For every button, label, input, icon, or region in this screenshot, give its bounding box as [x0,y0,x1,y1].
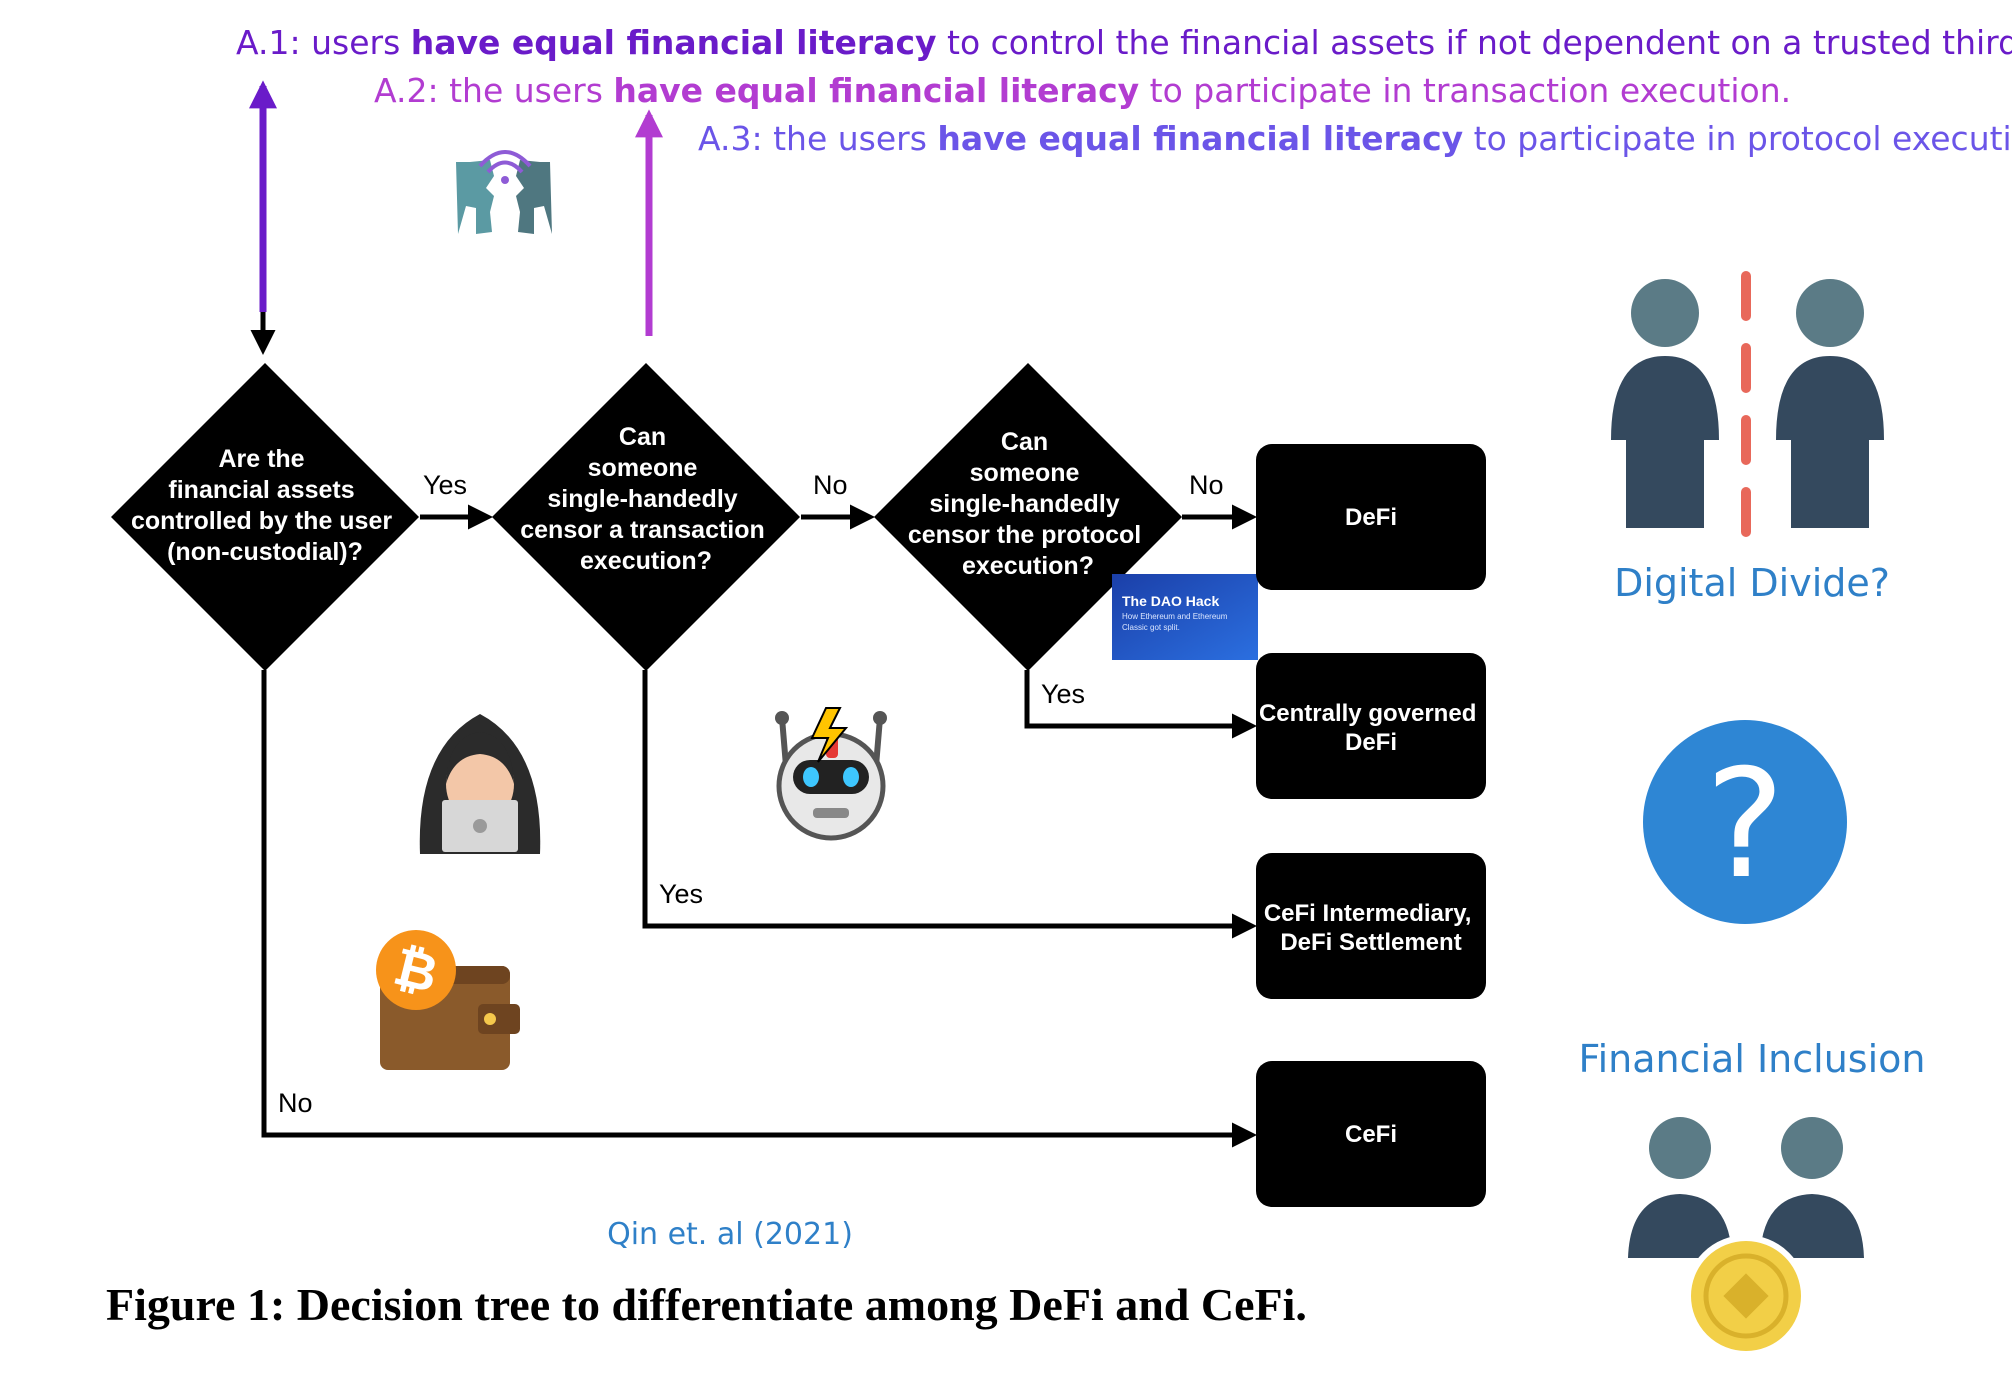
label-d3-yes: Yes [1041,679,1085,709]
financial-inclusion-icon [1628,1117,1864,1357]
robot-icon [775,707,887,841]
label-d1-yes: Yes [423,470,467,500]
assumption-a1: A.1: users have equal financial literacy… [236,23,2012,62]
svg-text:The DAO Hack: The DAO Hack [1122,593,1219,609]
outcome-centrally-governed-defi [1256,653,1486,799]
label-d1-no: No [278,1088,313,1118]
svg-text:Classic got split.: Classic got split. [1122,623,1180,632]
edge-d1-no [261,670,1257,1148]
figure-caption: Figure 1: Decision tree to differentiate… [106,1279,1307,1330]
decision-diamond-1 [111,363,419,671]
svg-text:How Ethereum and Ethereum: How Ethereum and Ethereum [1122,612,1228,621]
label-d2-yes: Yes [659,879,703,909]
decision-text-3: Can someone single-handedly censor the p… [908,428,1148,580]
svg-text:?: ? [1705,738,1785,912]
label-d2-no: No [813,470,848,500]
outcome-defi-label: DeFi [1345,504,1397,531]
outcome-defi [1256,444,1486,590]
decision-diamond-2 [492,363,800,671]
decision-text-1: Are the financial assets controlled by t… [131,445,399,566]
assumption-a2: A.2: the users have equal financial lite… [374,71,1791,110]
outcome-cefi-intermediary-label: CeFi Intermediary, DeFi Settlement [1264,900,1478,956]
outcome-cefi-label: CeFi [1345,1121,1397,1148]
hacker-icon [419,714,541,854]
decision-text-2: Can someone single-handedly censor a tra… [520,423,771,575]
digital-divide-label: Digital Divide? [1614,561,1890,605]
label-d3-no: No [1189,470,1224,500]
communication-icon [456,150,552,234]
decision-diamond-3 [874,363,1182,671]
citation: Qin et. al (2021) [607,1217,853,1252]
edge-d3-yes [1024,670,1257,739]
financial-inclusion-label: Financial Inclusion [1579,1037,1926,1081]
outcome-cefi-intermediary [1256,853,1486,999]
assumption-a3: A.3: the users have equal financial lite… [698,119,2012,158]
edge-d2-yes [642,670,1257,939]
bitcoin-wallet-icon: ₿ [376,930,520,1070]
outcome-cefi [1256,1061,1486,1207]
outcome-centrally-governed-label: Centrally governed DeFi [1259,700,1483,756]
dao-hack-thumbnail: The DAO Hack How Ethereum and Ethereum C… [1112,574,1258,660]
question-icon: ? [1643,720,1847,924]
digital-divide-icon [1611,271,1884,545]
